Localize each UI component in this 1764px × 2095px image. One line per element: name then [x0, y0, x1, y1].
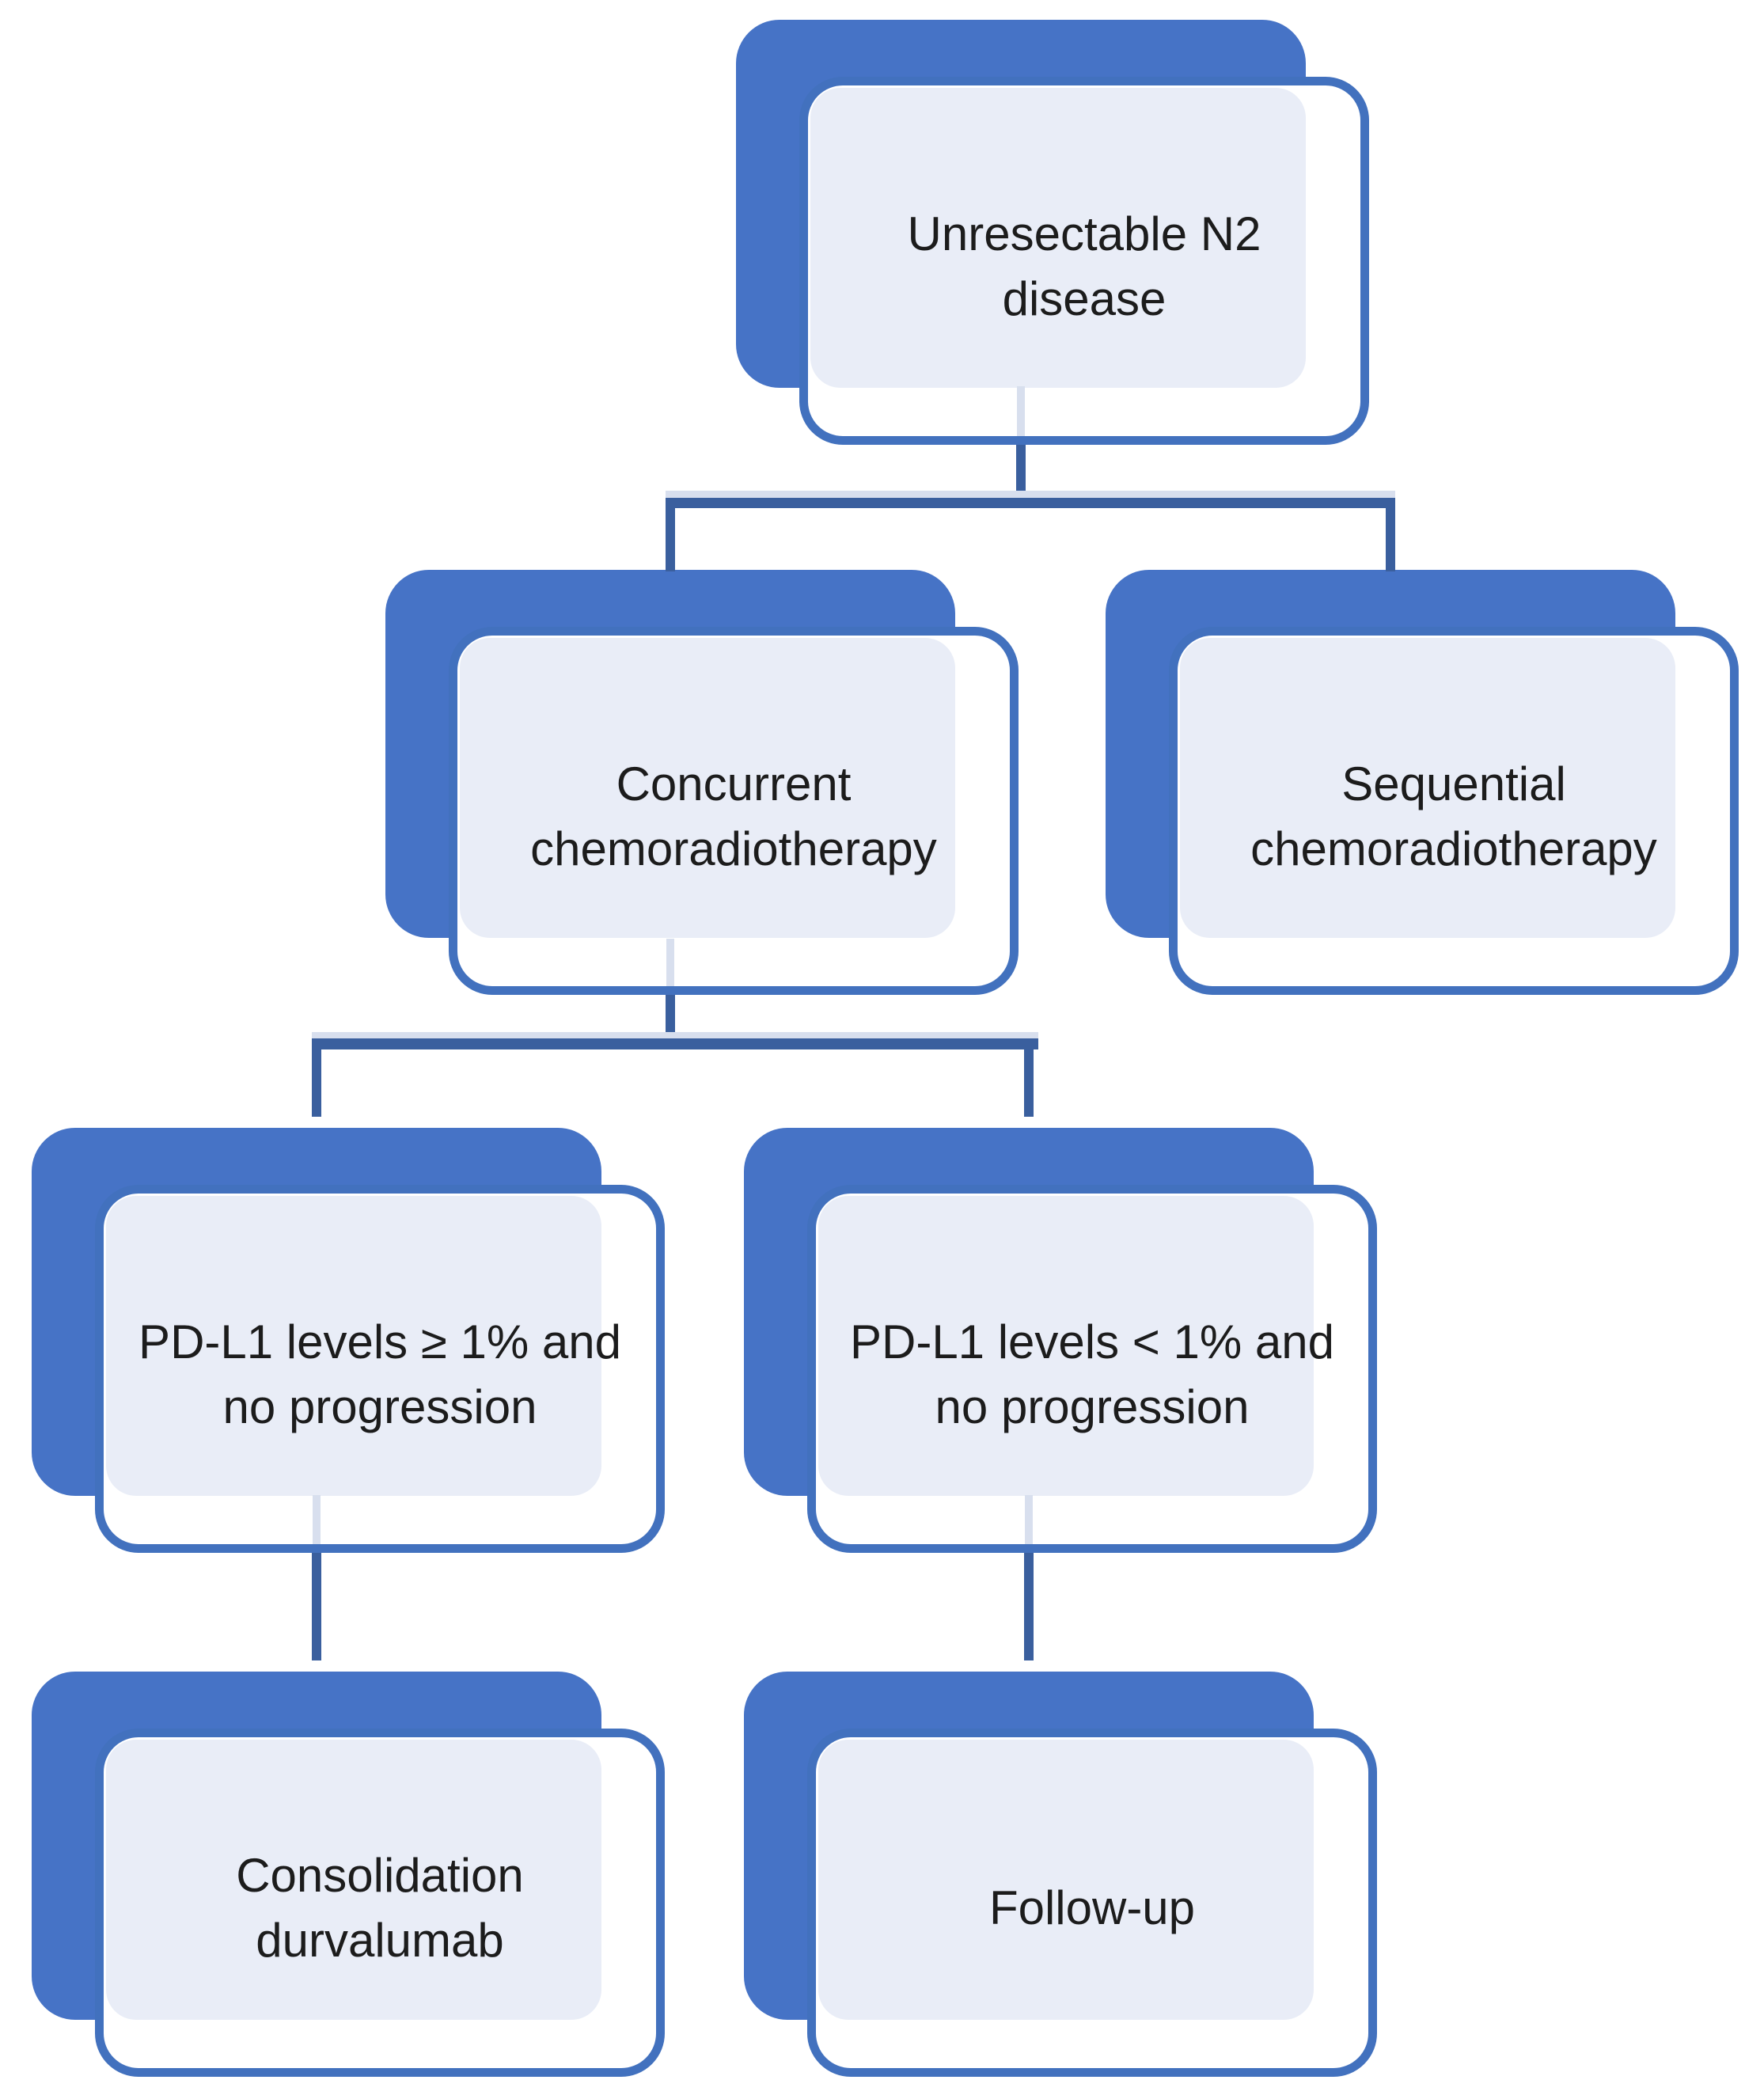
- node-label: Consolidation durvalumab: [236, 1849, 524, 1967]
- node-panel: [1180, 638, 1675, 938]
- edge-accent-pdl1-ge-exit: [313, 1495, 321, 1544]
- edge-to-follow-up-down: [1024, 1553, 1034, 1660]
- node-panel: [810, 88, 1306, 388]
- edge-accent-row2-horizontal: [666, 491, 1395, 498]
- node-panel: [818, 1740, 1314, 2020]
- node-label: PD-L1 levels < 1% and no progression: [849, 1315, 1334, 1433]
- node-concurrent-crt: Concurrent chemoradiotherapy: [385, 570, 1019, 995]
- node-consolidation-durvalumab: Consolidation durvalumab: [32, 1672, 665, 2077]
- edge-to-concurrent-down: [666, 498, 675, 571]
- node-sequential-crt: Sequential chemoradiotherapy: [1106, 570, 1739, 995]
- node-panel: [818, 1196, 1314, 1496]
- edge-to-pdl1-lt-down: [1024, 1038, 1034, 1117]
- node-label: Sequential chemoradiotherapy: [1250, 757, 1657, 875]
- node-pdl1-lt-1pct: PD-L1 levels < 1% and no progression: [744, 1128, 1377, 1553]
- node-pdl1-ge-1pct: PD-L1 levels ≥ 1% and no progression: [32, 1128, 665, 1553]
- edge-accent-concurrent-exit: [666, 939, 674, 986]
- edge-to-consolidation-down: [312, 1553, 321, 1660]
- node-label: Unresectable N2 disease: [907, 207, 1261, 325]
- node-panel: [106, 1196, 601, 1496]
- node-follow-up: Follow-up: [744, 1672, 1377, 2077]
- edge-row3-horizontal: [312, 1038, 1038, 1049]
- node-unresectable-n2: Unresectable N2 disease: [736, 20, 1369, 445]
- node-label: Concurrent chemoradiotherapy: [530, 757, 937, 875]
- node-panel: [460, 638, 955, 938]
- node-label: Follow-up: [988, 1881, 1196, 1934]
- edge-row2-horizontal: [666, 498, 1395, 508]
- node-label: PD-L1 levels ≥ 1% and no progression: [138, 1315, 621, 1433]
- edge-accent-row3-horizontal: [312, 1032, 1038, 1038]
- edge-to-pdl1-ge-down: [312, 1038, 321, 1117]
- edge-accent-pdl1-lt-exit: [1025, 1495, 1033, 1544]
- edge-to-sequential-down: [1386, 498, 1395, 571]
- node-panel: [106, 1740, 601, 2020]
- edge-accent-unresectable-exit: [1017, 386, 1025, 436]
